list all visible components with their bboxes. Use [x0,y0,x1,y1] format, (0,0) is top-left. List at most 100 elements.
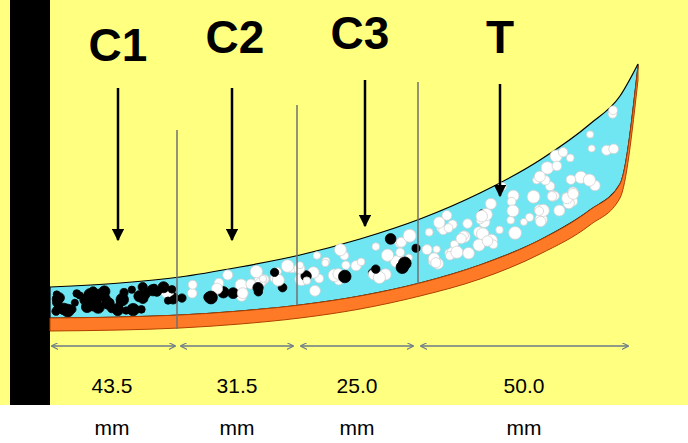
dimension-unit: mm [220,417,255,438]
particle [403,229,416,242]
particle [509,227,522,240]
dimension-value: 43.5 [92,375,133,396]
particle [237,288,248,299]
particle [137,306,145,314]
particle [520,218,527,225]
particle [223,270,233,280]
dimension-unit: mm [95,417,130,438]
particle [558,147,567,156]
particle [554,205,565,216]
substrate [50,66,638,331]
particle [566,154,574,162]
particle [398,257,411,270]
dimension-unit: mm [340,417,375,438]
particle [425,228,433,236]
section-divider [176,130,178,329]
particle [485,198,496,209]
dimension-value: 50.0 [504,375,545,396]
particle [116,299,124,307]
particle [334,244,346,256]
particle [482,236,493,247]
particle [451,246,463,258]
particle [434,217,445,228]
particle [583,174,595,186]
background [0,0,688,405]
particle [507,216,515,224]
dimension-value: 31.5 [217,375,258,396]
particle [178,294,186,302]
particle [339,270,352,283]
particle [552,161,562,171]
particle [566,175,576,185]
particle [535,216,545,226]
particle [396,248,405,257]
particle [476,210,488,222]
zone-label: C2 [206,14,265,60]
particle [568,188,579,199]
particle [138,293,148,303]
particle [463,219,473,229]
dimension-arrow [301,345,413,347]
particle [507,205,519,217]
particle [228,288,239,299]
particle [586,131,593,138]
particle [71,299,78,306]
particle [342,261,350,269]
dimension-arrow [181,345,293,347]
particle [444,224,453,233]
particle [456,234,466,244]
particle [253,282,263,292]
particle [547,192,557,202]
particle [463,247,475,259]
particle [120,288,128,296]
particle [303,277,311,285]
particle [431,258,441,268]
clamp-bar [10,0,50,405]
dimension-arrow [421,345,628,347]
particle [270,268,278,276]
particle [310,285,321,296]
particle [372,265,380,273]
zone-label: C1 [89,22,148,68]
particle [433,246,440,253]
particle [322,259,329,266]
pointer-arrow [231,88,234,240]
particle [534,171,545,182]
particle [496,226,504,234]
particle [99,286,110,297]
particle [281,260,294,273]
coating-layer [50,64,638,318]
particle [205,291,218,304]
dimension-unit: mm [507,417,542,438]
particles [52,106,619,317]
particle [422,245,432,255]
dimension-value: 25.0 [337,375,378,396]
particle [187,289,197,299]
pointer-arrow [499,84,502,196]
zone-label: T [486,14,514,60]
particle [527,190,540,203]
particle [313,252,321,260]
particle [385,234,396,245]
particle [381,249,393,261]
particle [609,106,618,115]
particle [609,144,619,154]
section-divider [296,105,298,305]
pointer-arrow [364,80,367,226]
particle [357,258,365,266]
particle [107,304,116,313]
particle [122,307,129,314]
section-divider [417,82,419,284]
dimension-arrow [52,345,175,347]
particle [80,295,91,306]
particle [188,280,197,289]
particle [372,243,380,251]
particle [535,207,544,216]
particle [588,145,595,152]
particle [164,297,171,304]
zone-label: C3 [331,10,390,56]
pointer-arrow [117,88,120,240]
particle [128,286,135,293]
